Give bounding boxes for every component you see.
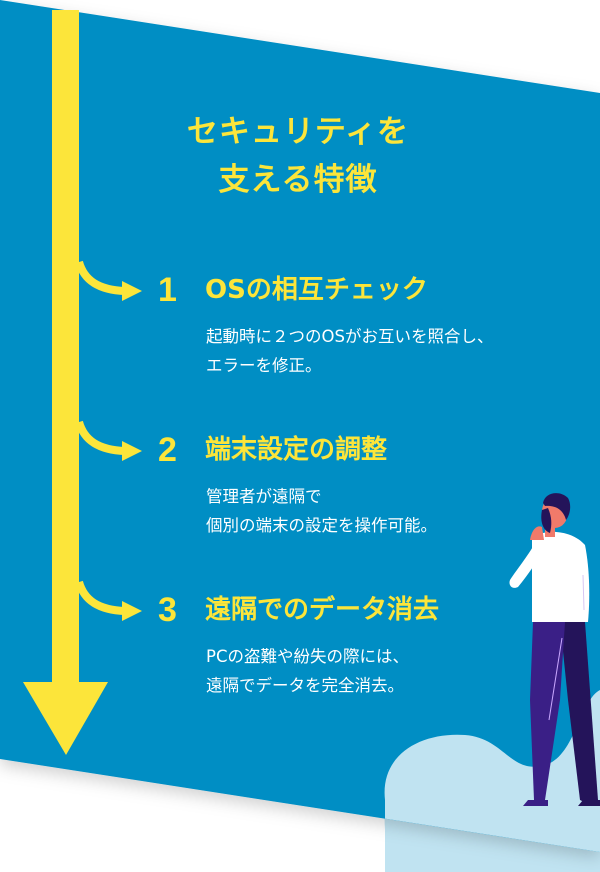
feature-desc-line: 遠隔でデータを完全消去。 — [206, 676, 404, 695]
down-arrow-icon — [23, 682, 108, 755]
thinking-person — [509, 493, 600, 806]
title-line-2: 支える特徴 — [218, 162, 378, 198]
feature-description: PCの盗難や紛失の際には、 遠隔でデータを完全消去。 — [206, 642, 409, 700]
feature-desc-line: 管理者が遠隔で — [206, 487, 322, 506]
feature-title: 端末設定の調整 — [205, 435, 388, 465]
curved-right-arrow-icon — [75, 260, 142, 301]
curved-right-arrow-icon — [75, 420, 142, 461]
blue-panel — [0, 0, 600, 852]
feature-description: 起動時に２つのOSがお互いを照合し、 エラーを修正。 — [206, 322, 493, 380]
feature-title: 遠隔でのデータ消去 — [205, 595, 440, 625]
feature-desc-line: PCの盗難や紛失の際には、 — [206, 647, 409, 666]
title-line-1: セキュリティを — [186, 114, 410, 150]
feature-desc-line: 起動時に２つのOSがお互いを照合し、 — [206, 327, 494, 346]
page-title: セキュリティを 支える特徴 — [150, 108, 446, 204]
feature-number: 3 — [158, 591, 177, 629]
timeline-shaft — [52, 10, 79, 685]
feature-title: OSの相互チェック — [205, 275, 428, 305]
cloud-inside — [384, 690, 600, 852]
feature-desc-line: エラーを修正。 — [206, 356, 322, 375]
feature-number: 2 — [158, 431, 177, 469]
feature-description: 管理者が遠隔で 個別の端末の設定を操作可能。 — [206, 482, 437, 540]
curved-right-arrow-icon — [75, 580, 142, 621]
feature-number: 1 — [158, 271, 177, 309]
feature-desc-line: 個別の端末の設定を操作可能。 — [206, 516, 437, 535]
